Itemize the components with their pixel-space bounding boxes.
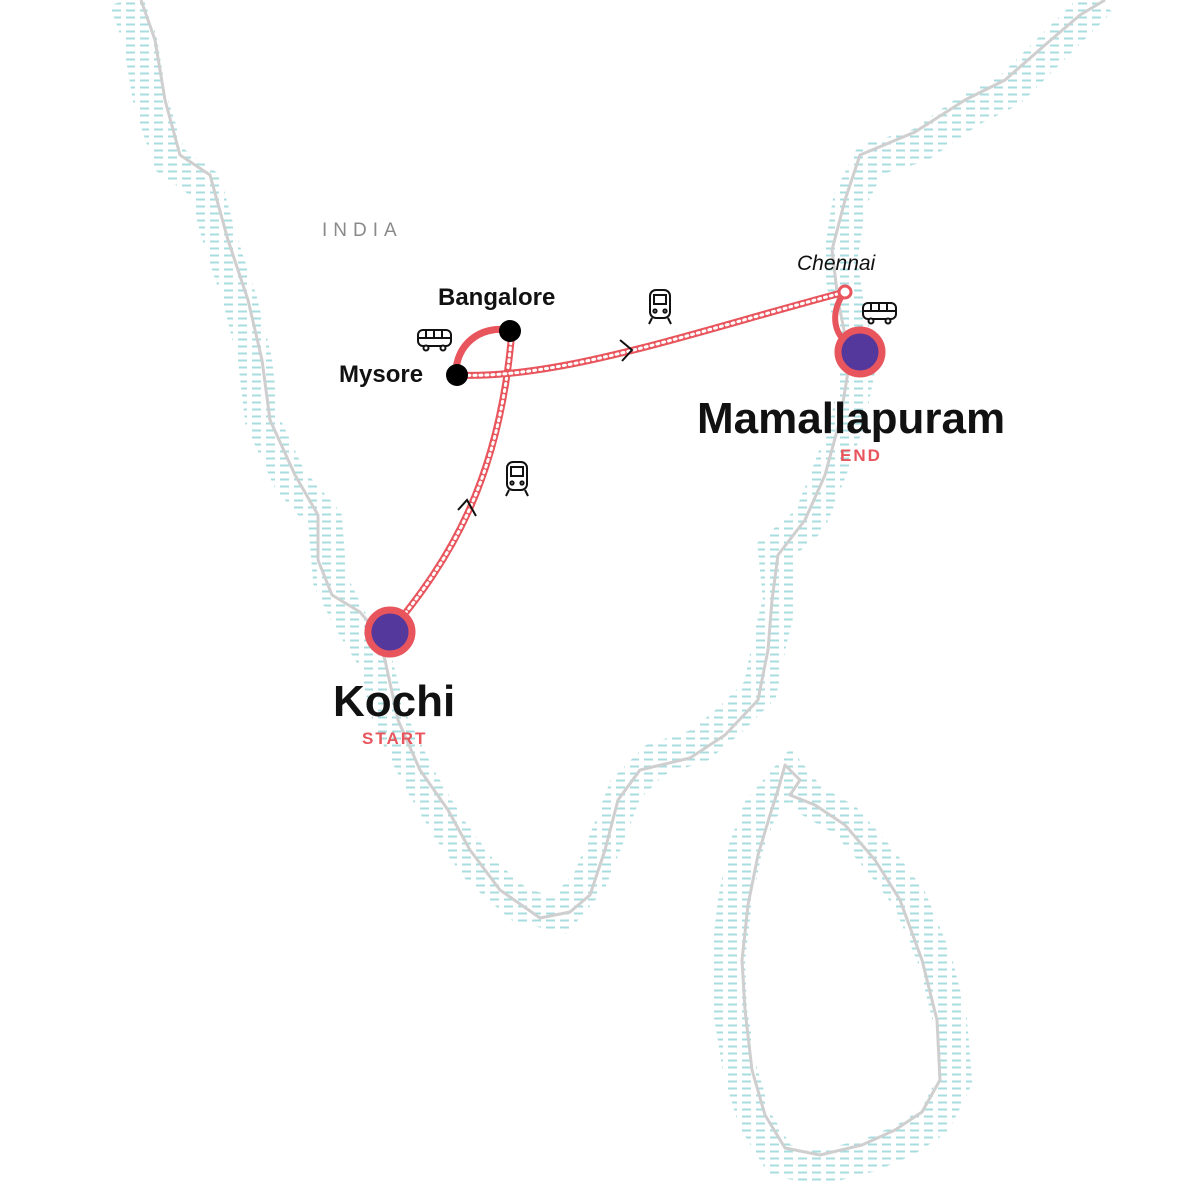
stop-marker-chennai: [837, 284, 853, 300]
place-label-kochi: Kochi: [333, 677, 455, 726]
transport-icons: [417, 289, 897, 497]
place-label-chennai: Chennai: [797, 252, 877, 275]
train-icon: [505, 461, 529, 497]
end-tag: END: [840, 446, 882, 465]
coastline: [139, 0, 1106, 920]
place-labels: Bangalore Mysore Chennai Kochi START Mam…: [333, 252, 1005, 748]
stop-marker-bangalore: [499, 320, 521, 342]
bus-icon: [417, 329, 452, 352]
country-label: INDIA: [322, 220, 403, 241]
arrow-icon: [457, 498, 477, 517]
endpoint-marker-mamallapuram: [834, 326, 886, 378]
train-icon: [648, 289, 672, 325]
start-tag: START: [362, 729, 427, 748]
place-label-mysore: Mysore: [339, 361, 423, 388]
direction-arrows: [457, 339, 634, 517]
stop-markers: [364, 284, 886, 658]
water-hatching: [109, 0, 1113, 935]
bus-icon: [862, 302, 897, 325]
endpoint-marker-kochi: [364, 606, 416, 658]
water-hatching-island: [710, 748, 973, 1186]
arrow-icon: [619, 339, 634, 362]
stop-marker-mysore: [446, 364, 468, 386]
place-label-bangalore: Bangalore: [438, 284, 555, 311]
coastline-island: [740, 763, 942, 1157]
place-label-mamallapuram: Mamallapuram: [697, 394, 1005, 443]
